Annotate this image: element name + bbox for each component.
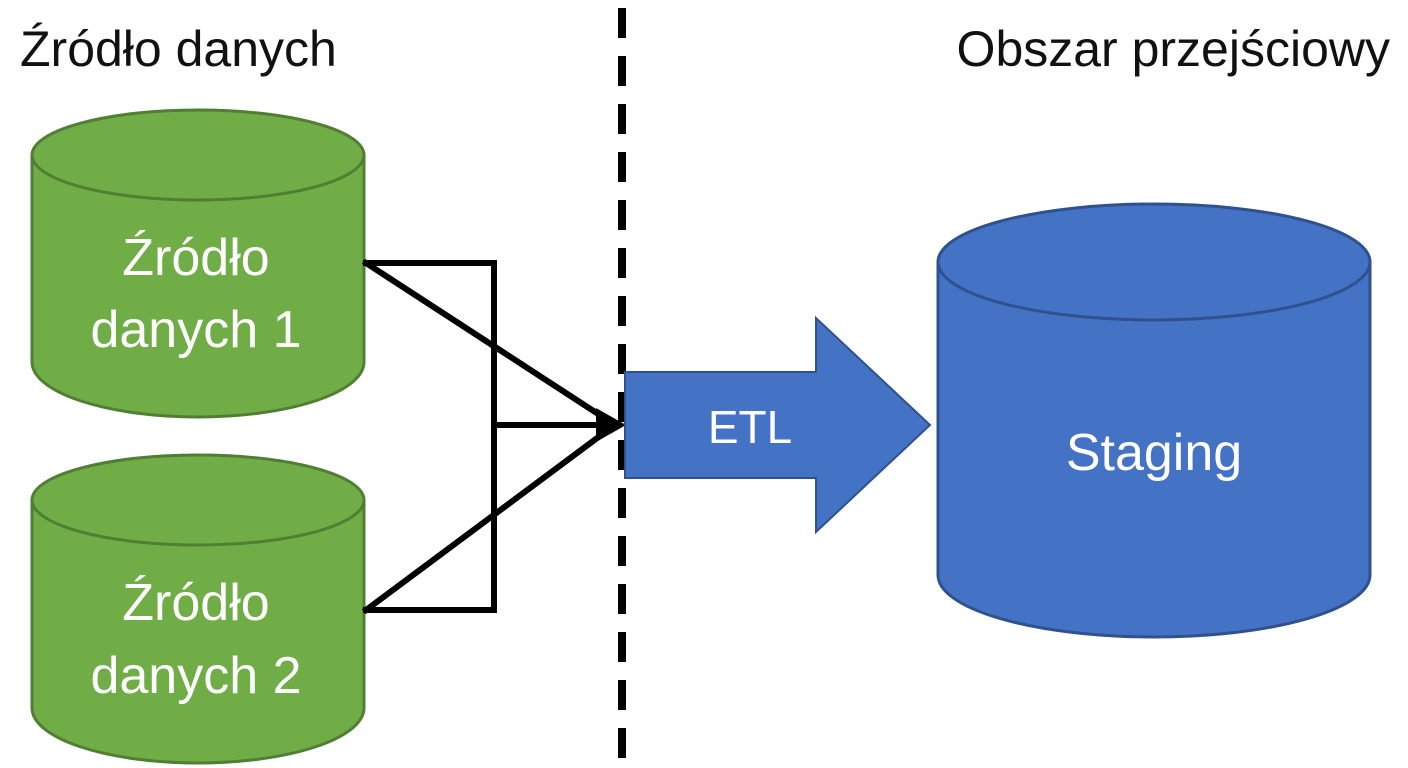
- source-1-label-line2: danych 1: [90, 301, 301, 359]
- staging-top: [936, 202, 1372, 322]
- etl-label: ETL: [708, 401, 792, 453]
- source-connectors: [361, 258, 617, 615]
- connector-source-1-diagonal: [361, 258, 617, 428]
- source-1-label-line1: Źródło: [122, 229, 269, 287]
- source-2-label-line1: Źródło: [122, 574, 269, 632]
- source-heading: Źródło danych: [20, 21, 337, 77]
- staging-body: [936, 260, 1372, 639]
- source-2-label-line2: danych 2: [90, 647, 301, 705]
- source-2-body: [30, 498, 366, 765]
- source-1-cylinder: Źródło danych 1: [30, 108, 366, 419]
- connector-arrowhead: [596, 408, 626, 442]
- source-2-cylinder: Źródło danych 2: [30, 453, 366, 765]
- etl-arrow: [624, 315, 932, 535]
- staging-label: Staging: [1066, 424, 1242, 482]
- staging-area-heading: Obszar przejściowy: [957, 21, 1390, 77]
- source-1-body: [30, 153, 366, 419]
- source-1-top: [30, 108, 366, 202]
- staging-cylinder: Staging: [936, 202, 1372, 639]
- connector-source-2-diagonal: [361, 422, 617, 615]
- source-2-top: [30, 453, 366, 547]
- connector-source-2-elbow: [363, 422, 497, 613]
